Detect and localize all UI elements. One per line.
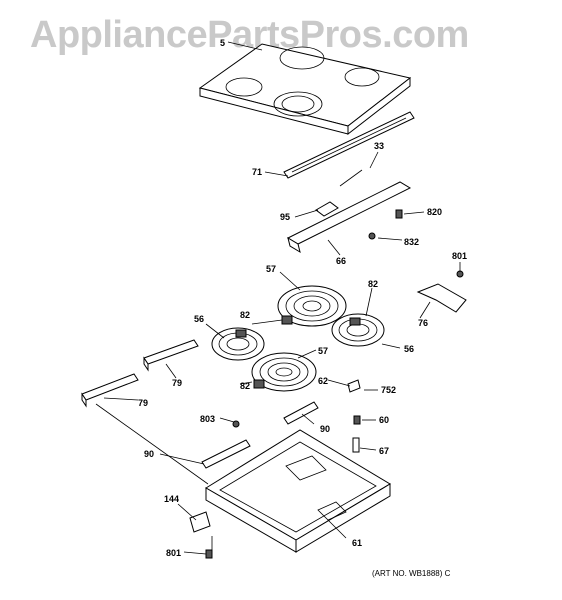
callout-76: 76 <box>418 318 428 328</box>
callout-56-right: 56 <box>404 344 414 354</box>
screw-801-bottom[interactable] <box>205 549 213 559</box>
callout-66: 66 <box>336 256 346 266</box>
small-part-60[interactable] <box>353 415 361 425</box>
callout-801-bottom: 801 <box>166 548 181 558</box>
rear-bracket[interactable] <box>286 169 412 254</box>
bracket-79-lower[interactable] <box>81 373 139 408</box>
callout-803: 803 <box>200 414 215 424</box>
terminal-block-upper[interactable] <box>283 401 319 425</box>
terminal-block-lower[interactable] <box>201 439 251 469</box>
watermark: AppliancePartsPros.com <box>30 14 469 56</box>
bracket-144[interactable] <box>189 511 211 533</box>
art-number: (ART NO. WB1888) C <box>372 569 451 578</box>
element-holder[interactable] <box>416 270 467 313</box>
callout-67: 67 <box>379 446 389 456</box>
callout-5: 5 <box>220 38 225 48</box>
bracket-79-upper[interactable] <box>143 339 199 372</box>
surface-element-large-rear[interactable] <box>277 285 347 327</box>
callout-79-lower: 79 <box>138 398 148 408</box>
callout-90-lower: 90 <box>144 449 154 459</box>
bottom-pan[interactable] <box>205 429 391 553</box>
callout-62: 62 <box>318 376 328 386</box>
callout-801-top: 801 <box>452 251 467 261</box>
callout-820: 820 <box>427 207 442 217</box>
callout-752: 752 <box>381 385 396 395</box>
callout-71: 71 <box>252 167 262 177</box>
callout-82-right: 82 <box>368 279 378 289</box>
callout-60: 60 <box>379 415 389 425</box>
callout-57-front: 57 <box>318 346 328 356</box>
small-part-67[interactable] <box>352 437 360 453</box>
callout-90-upper: 90 <box>320 424 330 434</box>
callout-labels: 5 71 33 95 820 66 832 57 82 801 76 56 82… <box>138 38 467 558</box>
leader-lines <box>95 41 461 555</box>
callout-832: 832 <box>404 237 419 247</box>
glass-cooktop[interactable] <box>198 43 412 136</box>
callout-56-left: 56 <box>194 314 204 324</box>
callout-95: 95 <box>280 212 290 222</box>
small-part-62[interactable] <box>347 379 361 393</box>
surface-element-left[interactable] <box>211 327 265 361</box>
screw-832[interactable] <box>368 232 376 240</box>
callout-33: 33 <box>374 141 384 151</box>
callout-57-rear: 57 <box>266 264 276 274</box>
screw-820[interactable] <box>395 209 403 219</box>
callout-61: 61 <box>352 538 362 548</box>
surface-element-large-front[interactable] <box>251 352 317 392</box>
callout-82-front: 82 <box>240 381 250 391</box>
surface-element-right[interactable] <box>331 313 385 347</box>
callout-144: 144 <box>164 494 179 504</box>
callout-79-upper: 79 <box>172 378 182 388</box>
screw-803[interactable] <box>232 420 240 428</box>
callout-82-center: 82 <box>240 310 250 320</box>
